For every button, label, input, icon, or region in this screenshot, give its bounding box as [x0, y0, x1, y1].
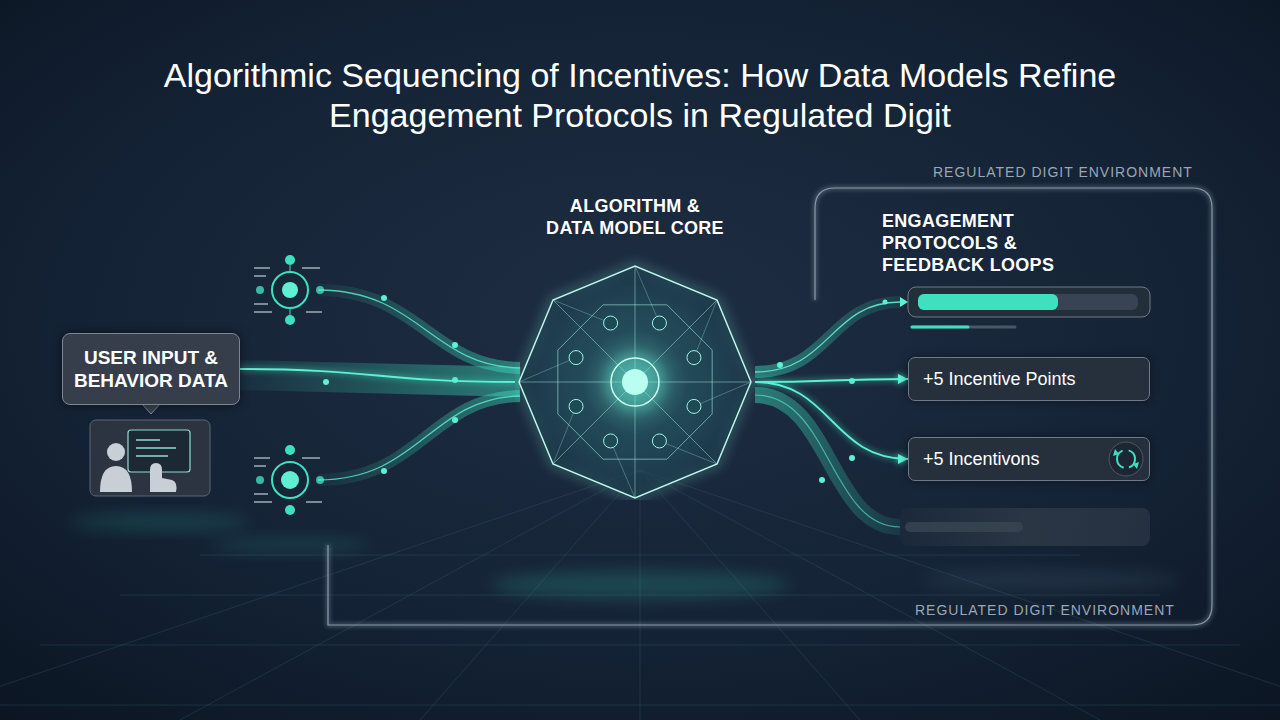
flow-connector: [755, 379, 908, 382]
node-label: USER INPUT & BEHAVIOR DATA: [73, 346, 229, 392]
node-label: +5 Incentivons: [923, 449, 1040, 470]
data-cluster: [254, 255, 324, 325]
data-cluster: [254, 445, 324, 515]
core-octagon: ALGORITHM & DATA MODEL CORE: [515, 195, 755, 500]
refresh-icon: [1108, 441, 1144, 477]
process-box: USER INPUT & BEHAVIOR DATA: [62, 333, 240, 405]
floor-grid: [0, 470, 1280, 720]
panel-glow: [920, 571, 1180, 589]
section-heading: ENGAGEMENT PROTOCOLS & FEEDBACK LOOPS: [882, 210, 1122, 276]
arrowhead: [900, 297, 908, 307]
user-terminal-icon: [90, 420, 210, 496]
core-glow: [490, 571, 790, 599]
empty-bar: [900, 508, 1150, 546]
progress-box: [908, 287, 1150, 327]
node-label: +5 Incentive Points: [923, 369, 1076, 390]
incentive-box: +5 Incentivons: [908, 437, 1150, 481]
callout-tail: [142, 404, 160, 414]
text-slot: REGULATED DIGIT ENVIRONMENT: [933, 164, 1193, 180]
cluster-glow: [210, 537, 370, 553]
user-glow: [70, 513, 250, 531]
region-label: REGULATED DIGIT ENVIRONMENT: [915, 602, 1175, 618]
empty-bar-fill: [905, 522, 1023, 532]
incentive-box: +5 Incentive Points: [908, 357, 1150, 401]
node-label: ALGORITHM & DATA MODEL CORE: [545, 195, 725, 239]
diagram-title: Algorithmic Sequencing of Incentives: Ho…: [150, 55, 1130, 135]
flow-connector: [755, 382, 908, 459]
environment-region: REGULATED DIGIT ENVIRONMENT ENGAGEMENT PR…: [815, 160, 1212, 630]
octagon-core-shape: [515, 195, 755, 500]
text-slot: ENGAGEMENT PROTOCOLS & FEEDBACK LOOPS: [882, 210, 1122, 276]
region-label: REGULATED DIGIT ENVIRONMENT: [933, 164, 1193, 180]
flow-connector: [240, 369, 515, 382]
text-slot: REGULATED DIGIT ENVIRONMENT: [915, 602, 1175, 618]
